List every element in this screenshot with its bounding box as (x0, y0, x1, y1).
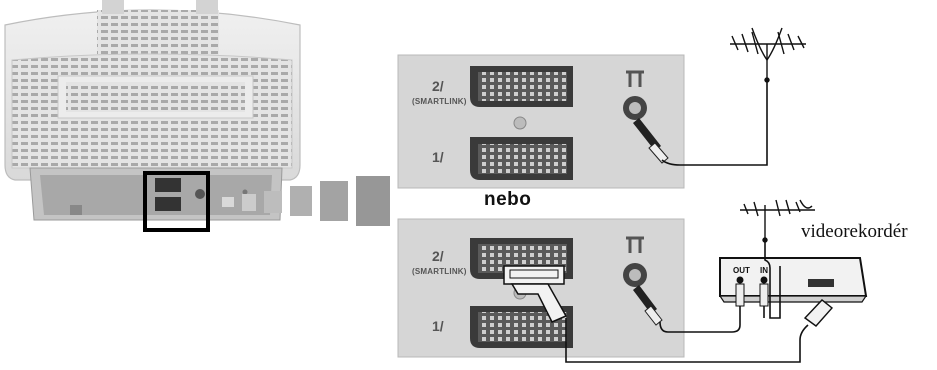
tv-back-illustration (4, 0, 301, 232)
antenna-icon (730, 27, 806, 83)
vcr-cables (565, 240, 809, 363)
vcr-out-label: OUT (733, 266, 750, 275)
vcr-device (718, 257, 868, 303)
connection-panel-bottom (397, 218, 685, 358)
smartlink-label: (SMARTLINK) (412, 97, 467, 106)
scart1-label: 1/ (432, 318, 444, 334)
zoom-indicator (222, 176, 390, 226)
smartlink-label: (SMARTLINK) (412, 267, 467, 276)
alternative-label: nebo (484, 189, 532, 210)
vcr-label: videorekordér (801, 221, 908, 242)
scart-plug (503, 265, 568, 323)
aerial-cable-top (661, 80, 768, 166)
scart1-label: 1/ (432, 149, 444, 165)
connection-panel-top (397, 54, 685, 189)
vcr-in-label: IN (760, 266, 768, 275)
scart2-label: 2/ (432, 78, 444, 94)
scart2-label: 2/ (432, 248, 444, 264)
